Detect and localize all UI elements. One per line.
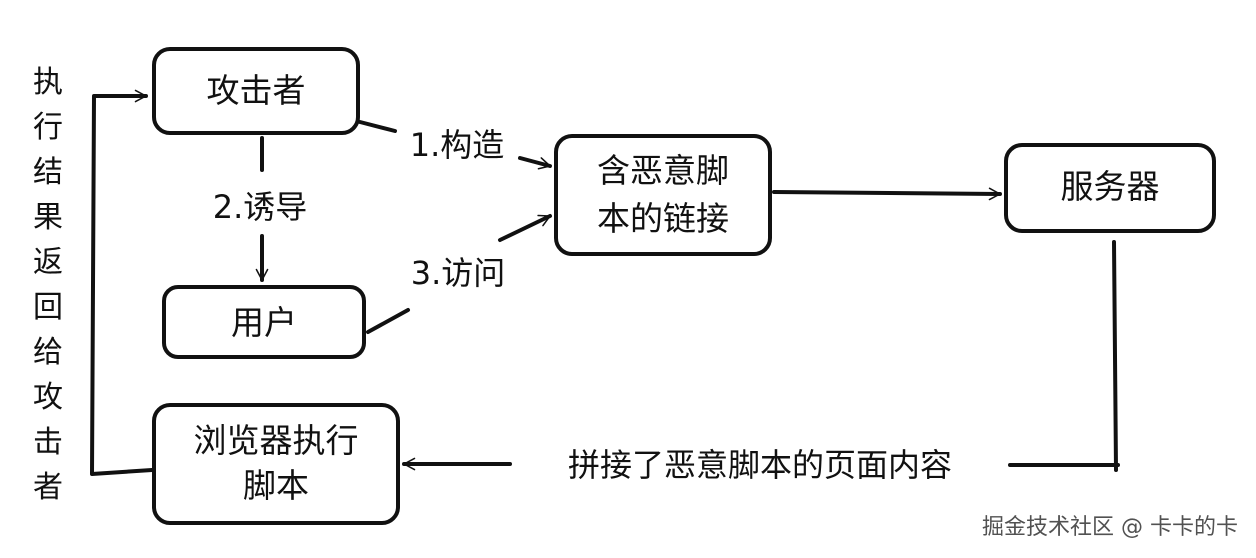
node-user-box xyxy=(162,285,366,359)
watermark-text: 掘金技术社区 @ 卡卡的卡 xyxy=(982,515,1238,540)
node-malicious-link-label-line2: 本的链接 xyxy=(597,199,729,238)
node-malicious-link-box xyxy=(554,134,772,256)
side-label-char: 行 xyxy=(33,110,63,145)
edge-visit-label: 3.访问 xyxy=(411,254,506,292)
edge-induce-label: 2.诱导 xyxy=(213,188,308,226)
edge-construct-arrow xyxy=(518,156,552,170)
node-attacker-label: 攻击者 xyxy=(207,71,306,110)
side-label-return-result: 执行结果返回给攻击者 xyxy=(33,65,63,505)
edge-visit-line xyxy=(366,308,410,334)
node-user-label: 用户 xyxy=(231,303,297,342)
node-server-box xyxy=(1004,143,1216,233)
side-label-text: 执行结果返回给攻击者 xyxy=(33,65,63,505)
side-label-char: 给 xyxy=(33,335,63,370)
node-server-label: 服务器 xyxy=(1061,167,1160,206)
node-user: 用户 xyxy=(162,285,366,359)
node-attacker: 攻击者 xyxy=(152,47,360,135)
node-browser-label-line1: 浏览器执行 xyxy=(194,421,359,460)
node-browser: 浏览器执行 脚本 xyxy=(152,403,400,525)
side-label-char: 果 xyxy=(33,200,63,235)
node-attacker-box xyxy=(152,47,360,135)
node-malicious-link-label-line1: 含恶意脚 xyxy=(597,151,729,190)
side-label-char: 者 xyxy=(33,470,63,505)
return-path-line xyxy=(90,89,154,476)
node-server: 服务器 xyxy=(1004,143,1216,233)
side-label-char: 执 xyxy=(33,65,63,100)
side-label-char: 击 xyxy=(33,425,63,460)
side-label-char: 返 xyxy=(33,245,63,280)
node-browser-box xyxy=(152,403,400,525)
side-label-char: 结 xyxy=(33,155,63,190)
side-label-char: 回 xyxy=(33,290,63,325)
node-browser-label-line2: 脚本 xyxy=(243,466,309,505)
edge-server-down xyxy=(1112,240,1118,472)
edge-link-to-server xyxy=(772,187,1002,201)
edge-visit-arrow xyxy=(498,214,552,242)
edge-construct-label: 1.构造 xyxy=(410,126,505,164)
node-malicious-link: 含恶意脚 本的链接 xyxy=(554,134,772,256)
edge-construct-line xyxy=(358,120,397,133)
side-label-char: 攻 xyxy=(33,380,63,415)
edge-spliced-page-label: 拼接了恶意脚本的页面内容 xyxy=(568,446,952,484)
